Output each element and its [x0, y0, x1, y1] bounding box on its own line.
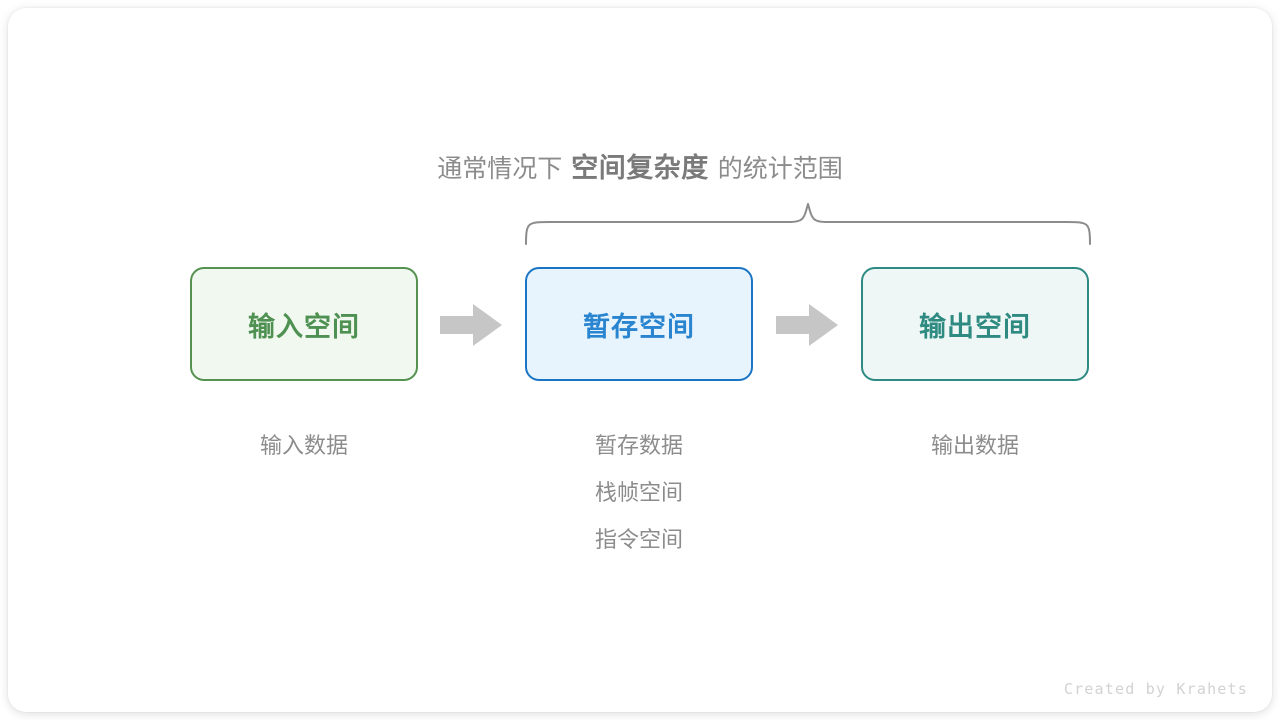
heading-suffix: 的统计范围: [717, 155, 843, 183]
box-temp-space[interactable]: 暂存空间: [525, 267, 753, 381]
box-input-space[interactable]: 输入空间: [190, 267, 418, 381]
box-output-space-label: 输出空间: [919, 311, 1031, 342]
caption-input: 输入数据: [190, 422, 418, 469]
arrow-right-icon: [776, 304, 838, 346]
caption-temp: 暂存数据 栈帧空间 指令空间: [525, 422, 753, 563]
caption-line: 输出数据: [930, 433, 1019, 458]
caption-line: 栈帧空间: [594, 480, 683, 505]
box-temp-space-label: 暂存空间: [583, 311, 695, 342]
box-output-space[interactable]: 输出空间: [861, 267, 1089, 381]
heading-emphasis: 空间复杂度: [571, 153, 709, 183]
heading-prefix: 通常情况下: [437, 155, 563, 183]
caption-line: 暂存数据: [594, 433, 683, 458]
arrow-right-icon: [440, 304, 502, 346]
caption-line: 指令空间: [594, 527, 683, 552]
scope-brace-icon: [525, 203, 1091, 245]
box-input-space-label: 输入空间: [248, 311, 360, 342]
figure-heading: 通常情况下空间复杂度的统计范围: [0, 150, 1280, 187]
caption-line: 输入数据: [259, 433, 348, 458]
watermark-credit: Created by Krahets: [1063, 680, 1248, 698]
caption-output: 输出数据: [861, 422, 1089, 469]
